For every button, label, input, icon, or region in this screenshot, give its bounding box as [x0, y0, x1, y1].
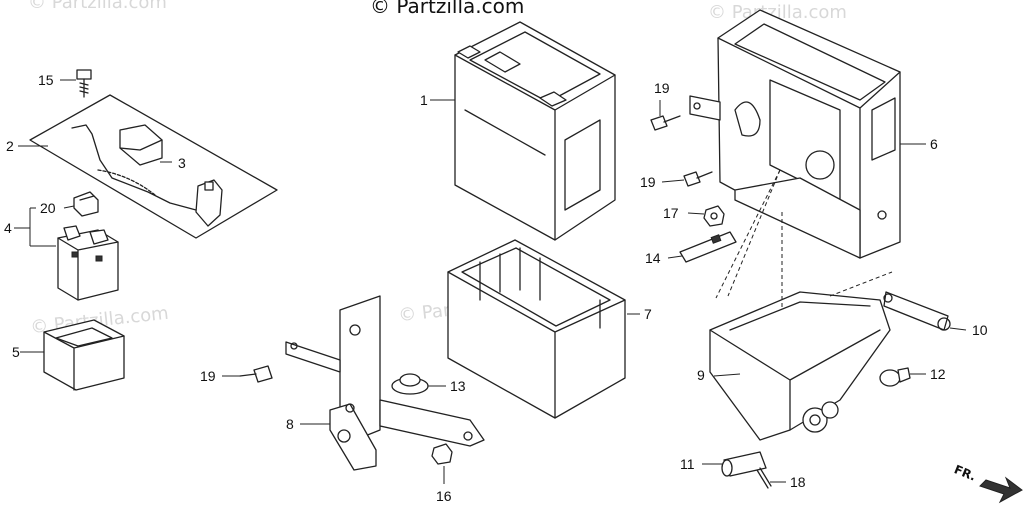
callout-5: 5 [12, 344, 20, 360]
clip-18-icon [756, 467, 772, 489]
callout-19c: 19 [200, 368, 216, 384]
callout-8: 8 [286, 416, 294, 432]
grommet-13-icon [391, 373, 429, 395]
relay-4-icon [57, 225, 119, 301]
callout-2: 2 [6, 138, 14, 154]
callout-18: 18 [790, 474, 806, 490]
bracket-8-icon [285, 295, 485, 471]
battery-1-icon [454, 21, 616, 241]
grommet-12-icon [879, 367, 911, 387]
cover-9-icon [709, 291, 891, 441]
pin-11-icon [721, 451, 767, 477]
nut-17-icon [703, 205, 725, 227]
callout-19a: 19 [654, 80, 670, 96]
callout-16: 16 [436, 488, 452, 504]
bolt-15-icon [76, 69, 92, 98]
battery-case-7-icon [447, 239, 626, 419]
watermark: © Partzilla.com [708, 2, 847, 23]
battery-box-6-icon [689, 9, 901, 259]
callout-19b: 19 [640, 174, 656, 190]
callout-17: 17 [663, 205, 679, 221]
callout-4: 4 [4, 220, 12, 236]
watermark: © Partzilla.com [28, 0, 167, 13]
fuse-20-icon [73, 191, 99, 217]
starter-relay-case-2-outline [29, 94, 278, 239]
strap-10-icon [883, 291, 951, 331]
callout-15: 15 [38, 72, 54, 88]
bolt-19a-icon [650, 115, 681, 131]
callout-1: 1 [420, 92, 428, 108]
callout-14: 14 [645, 250, 661, 266]
nut-16-icon [431, 443, 453, 465]
callout-11: 11 [680, 456, 695, 472]
callout-12: 12 [930, 366, 946, 382]
bolt-19c-icon [239, 365, 273, 383]
front-direction-arrow-icon [979, 476, 1023, 504]
callout-3: 3 [178, 155, 186, 171]
callout-7: 7 [644, 306, 652, 322]
callout-20: 20 [40, 200, 56, 216]
bolt-19b-icon [683, 171, 713, 187]
callout-10: 10 [972, 322, 988, 338]
watermark-top: © Partzilla.com [370, 0, 525, 18]
callout-13: 13 [450, 378, 466, 394]
relay-cover-5-icon [43, 319, 125, 391]
leader-lines [14, 79, 967, 484]
callout-9: 9 [697, 367, 705, 383]
fuse-holder-14-icon [679, 231, 737, 263]
callout-6: 6 [930, 136, 938, 152]
